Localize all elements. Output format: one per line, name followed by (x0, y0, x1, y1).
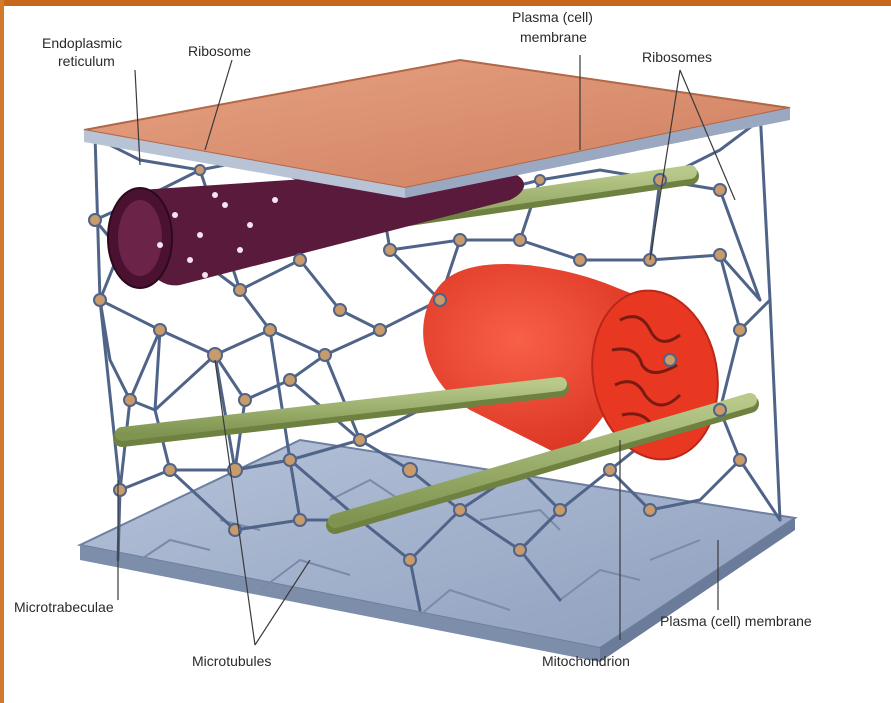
label-endoplasmic-reticulum-line2: reticulum (58, 53, 115, 69)
label-plasma-membrane-top-line2: membrane (520, 29, 587, 45)
label-plasma-membrane-bottom: Plasma (cell) membrane (660, 613, 812, 629)
label-ribosome: Ribosome (188, 43, 251, 59)
label-mitochondrion: Mitochondrion (542, 653, 630, 669)
label-ribosomes: Ribosomes (642, 49, 712, 65)
label-plasma-membrane-top: Plasma (cell) membrane (512, 9, 593, 45)
label-plasma-membrane-top-line1: Plasma (cell) (512, 9, 593, 25)
label-microtrabeculae: Microtrabeculae (14, 599, 114, 615)
label-endoplasmic-reticulum-line1: Endoplasmic (42, 35, 122, 51)
label-endoplasmic-reticulum: Endoplasmic reticulum (42, 35, 122, 69)
label-microtubules: Microtubules (192, 653, 271, 669)
mitochondrion (423, 264, 731, 469)
